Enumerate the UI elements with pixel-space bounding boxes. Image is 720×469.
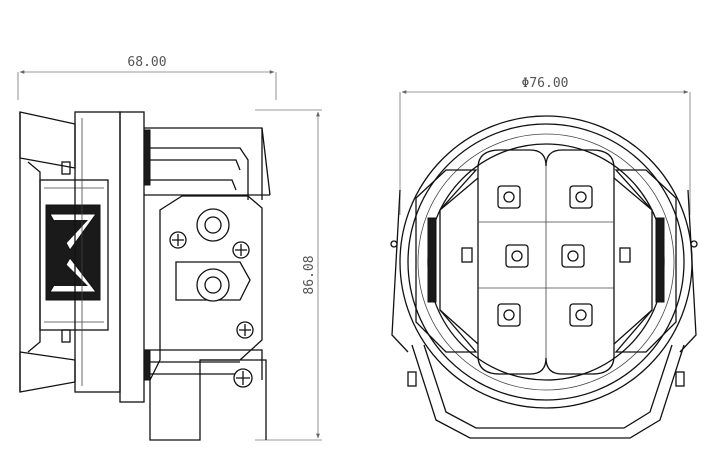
mounting-bracket <box>149 195 267 441</box>
screw-icon <box>233 368 253 388</box>
bracket-bolts <box>169 208 254 388</box>
screw-icon <box>232 241 250 259</box>
heat-sink-fins <box>143 127 271 381</box>
led-chips <box>497 185 593 327</box>
led-icon <box>561 244 585 268</box>
bezel-ring <box>74 111 145 403</box>
diameter-dimension-label: Φ76.00 <box>522 76 569 91</box>
lens-cap <box>19 111 109 393</box>
side-view: 68.00 86.08 <box>17 55 322 441</box>
led-icon <box>569 185 593 209</box>
base-mount <box>390 189 698 439</box>
x-frame <box>415 169 677 353</box>
diameter-dimension: Φ76.00 <box>399 76 691 215</box>
led-icon <box>497 303 521 327</box>
height-dimension: 86.08 <box>255 109 322 441</box>
width-dimension-label: 68.00 <box>127 55 166 70</box>
led-icon <box>497 185 521 209</box>
front-view: Φ76.00 <box>390 76 698 439</box>
screw-icon <box>169 231 187 249</box>
reflector-array <box>477 149 615 375</box>
width-dimension: 68.00 <box>17 55 277 100</box>
led-icon <box>505 244 529 268</box>
led-icon <box>569 303 593 327</box>
height-dimension-label: 86.08 <box>302 255 317 294</box>
screw-icon <box>236 321 254 339</box>
